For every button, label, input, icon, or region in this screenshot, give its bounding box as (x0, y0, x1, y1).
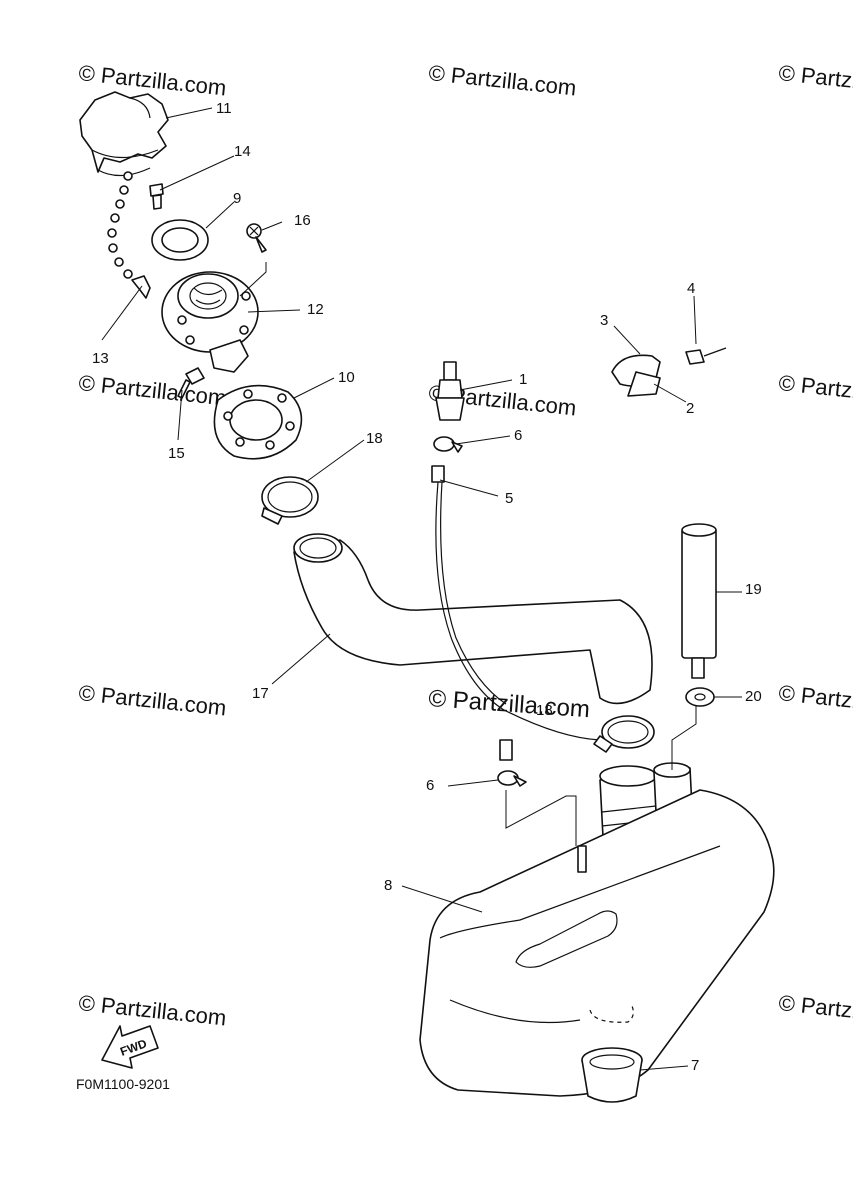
watermark: © Partzilla.com (777, 370, 853, 410)
screw-part (246, 223, 267, 253)
cap-chain-part (107, 171, 151, 299)
hose-clamp-lower-part (593, 715, 655, 753)
small-clip-part (433, 436, 463, 453)
filler-neck-part (161, 271, 259, 373)
watermark: © Partzilla.com (777, 990, 853, 1030)
callout-16: 16 (294, 212, 311, 229)
watermark: © Partzilla.com (777, 680, 853, 720)
callout-10: 10 (338, 369, 355, 386)
callout-3: 3 (600, 312, 608, 329)
callout-18-top: 18 (366, 430, 383, 447)
callout-12: 12 (307, 301, 324, 318)
watermark: © Partzilla.com (77, 370, 227, 410)
watermark: © Partzilla.com (77, 680, 227, 720)
filler-ring-part (151, 219, 209, 261)
callout-6-bottom: 6 (426, 777, 434, 794)
callout-15: 15 (168, 445, 185, 462)
callout-1: 1 (519, 371, 527, 388)
grommet-part (685, 687, 715, 707)
gasket-part (213, 384, 303, 460)
watermark: © Partzilla.com (777, 60, 853, 100)
watermark: © Partzilla.com (77, 990, 227, 1030)
callout-17: 17 (252, 685, 269, 702)
filler-hose-part (293, 533, 653, 705)
callout-20: 20 (745, 688, 762, 705)
rivet-part (177, 367, 205, 399)
callout-8: 8 (384, 877, 392, 894)
callout-4: 4 (687, 280, 695, 297)
small-clip-lower-part (497, 770, 527, 787)
callout-labels: 11 14 9 16 12 13 15 10 18 1 6 5 3 4 2 19… (92, 100, 762, 1074)
fuel-tank-part (419, 789, 775, 1097)
figure-code: F0M1100-9201 (76, 1076, 170, 1092)
drain-cap-part (581, 1047, 643, 1103)
callout-2: 2 (686, 400, 694, 417)
callout-13: 13 (92, 350, 109, 367)
bolt-part (149, 183, 164, 210)
watermark-center: © Partzilla.com (428, 685, 591, 723)
filler-pipe-part (681, 523, 717, 679)
vent-fitting-part (435, 361, 465, 421)
leader-lines (101, 107, 742, 1071)
callout-18-bottom: 18 (536, 702, 553, 719)
callout-5: 5 (505, 490, 513, 507)
watermark: © Partzilla.com (427, 60, 577, 100)
vent-tube-part (431, 465, 601, 761)
forward-arrow-icon: FWD (101, 1025, 159, 1069)
callout-19: 19 (745, 581, 762, 598)
callout-9: 9 (233, 190, 241, 207)
watermark: © Partzilla.com (77, 60, 227, 100)
callout-11: 11 (216, 100, 232, 117)
fuel-cap-part (79, 91, 169, 177)
callout-7: 7 (691, 1057, 699, 1074)
strap-part (611, 347, 727, 397)
callout-14: 14 (234, 143, 251, 160)
hose-clamp-part (261, 476, 319, 525)
callout-6-top: 6 (514, 427, 522, 444)
